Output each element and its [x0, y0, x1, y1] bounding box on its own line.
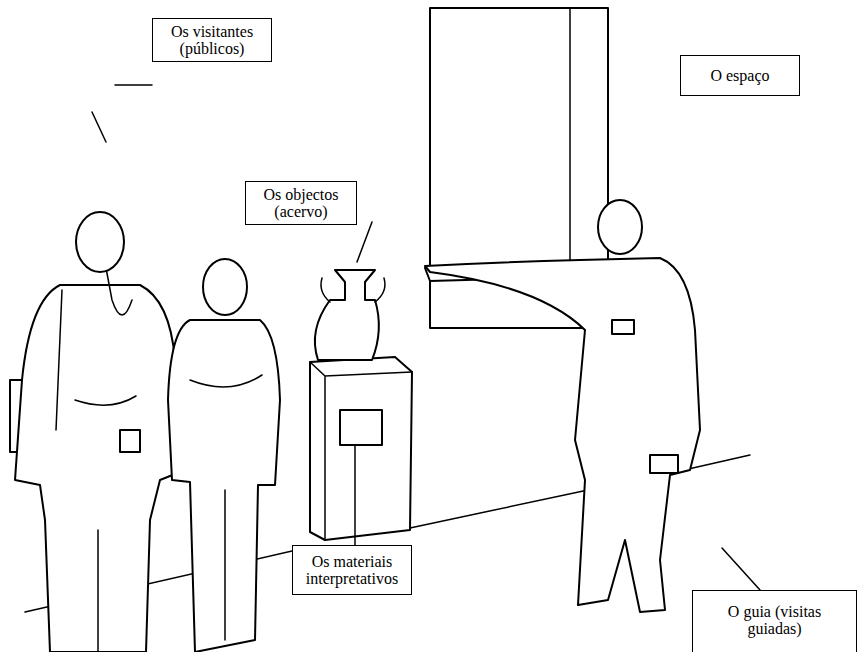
woman-head	[203, 259, 247, 315]
callout-label: Os objectos (acervo)	[252, 186, 350, 220]
guide-body	[425, 258, 700, 612]
guide-notes	[650, 455, 678, 473]
woman-legs	[224, 490, 226, 640]
callout-box: O guia (visitas guiadas)	[692, 590, 857, 652]
leader-line	[357, 222, 372, 262]
callout-box: Os objectos (acervo)	[245, 181, 357, 225]
man-arm	[106, 268, 132, 315]
callout-label: O espaço	[687, 67, 793, 84]
name-tag	[612, 320, 634, 334]
pedestal-plaque	[340, 410, 382, 445]
pedestal	[310, 357, 412, 540]
vase-handles	[321, 278, 385, 302]
pedestal-edge	[310, 362, 412, 540]
bag-strap	[56, 290, 62, 430]
callout-label: Os visitantes (públicos)	[159, 23, 265, 57]
man-legs	[97, 530, 99, 652]
camera	[120, 430, 140, 452]
visitor-man	[10, 212, 185, 652]
leader-line	[354, 446, 356, 545]
callout-box: Os materiais interpretativos	[292, 545, 412, 595]
woman-arm	[190, 375, 262, 387]
vase-body	[315, 270, 379, 360]
leader-line	[722, 548, 760, 590]
callout-label: O guia (visitas guiadas)	[713, 603, 836, 637]
pedestal-body	[310, 357, 412, 540]
guide-head	[598, 200, 642, 254]
vase	[315, 270, 385, 360]
callout-label: Os materiais interpretativos	[299, 553, 405, 587]
window-mullion	[569, 8, 571, 262]
visitor-woman	[168, 259, 280, 652]
man-hand	[75, 396, 136, 405]
man-body	[15, 285, 185, 652]
woman-body	[168, 320, 280, 652]
leader-line	[115, 84, 152, 86]
callout-box: Os visitantes (públicos)	[152, 18, 272, 62]
floor-line	[410, 490, 588, 528]
leader-line	[92, 112, 106, 142]
guide-figure	[425, 200, 700, 612]
man-head	[76, 212, 124, 272]
callout-box: O espaço	[680, 55, 800, 96]
